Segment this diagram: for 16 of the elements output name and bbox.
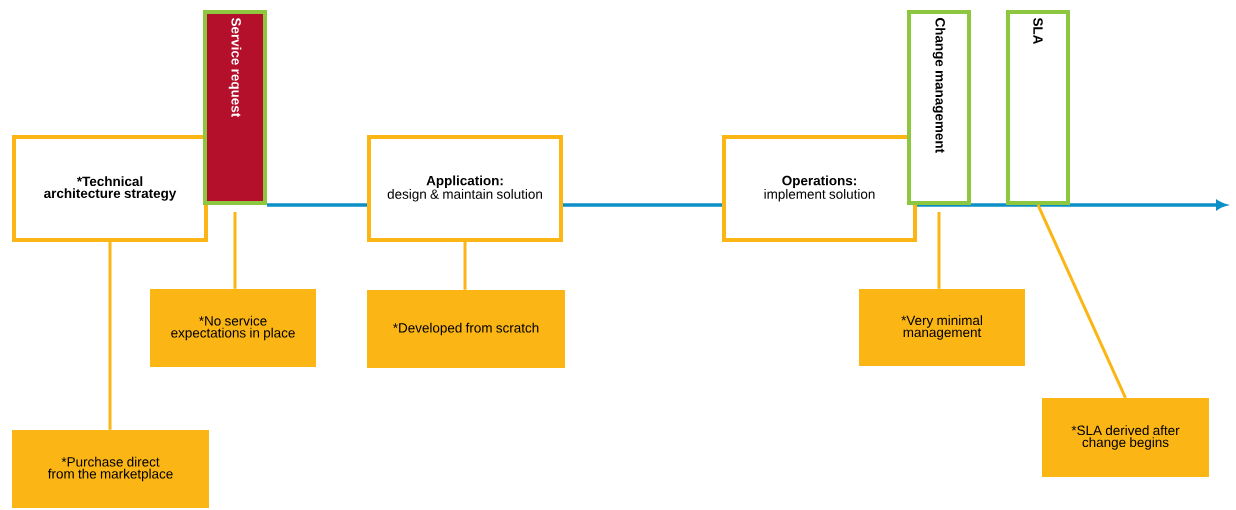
stage-box: Application: design & maintain solution <box>367 135 563 242</box>
note-box: *Purchase direct from the marketplace <box>12 430 209 508</box>
note-box: *SLA derived after change begins <box>1042 398 1209 477</box>
note-box: *Developed from scratch <box>367 290 565 368</box>
milestone-tab: SLA <box>1006 10 1070 205</box>
milestone-tab: Change management <box>907 10 971 205</box>
stage-box: *Technical architecture strategy <box>12 135 208 242</box>
milestone-tab: Service request <box>203 10 267 205</box>
leader-line <box>1036 204 1127 399</box>
note-box: *Very minimal management <box>859 289 1025 366</box>
leader-line <box>108 242 112 430</box>
stage-box: Operations: implement solution <box>722 135 917 242</box>
leader-line <box>233 212 237 289</box>
note-box: *No service expectations in place <box>150 289 316 367</box>
leader-line <box>937 212 941 289</box>
leader-line <box>463 242 467 290</box>
